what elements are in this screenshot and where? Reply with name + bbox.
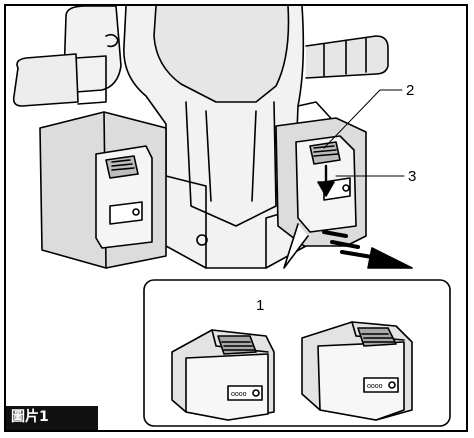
inset-pointer: [283, 223, 309, 269]
battery-large-label: oooo: [367, 383, 383, 390]
figure-frame: oooo oooo 2 3 1 圖片1: [4, 4, 468, 432]
battery-small: [171, 329, 275, 421]
figure-caption: 圖片1: [6, 406, 98, 430]
battery-large: [301, 321, 413, 421]
battery-inset: [143, 279, 451, 427]
callout-1: 1: [256, 297, 265, 314]
battery-small-label: oooo: [231, 391, 247, 398]
left-battery-housing: [39, 111, 167, 269]
push-arrow: [317, 164, 335, 197]
callout-2: 2: [406, 82, 415, 99]
tool-body: [12, 6, 389, 269]
illustration: oooo oooo: [12, 6, 451, 427]
slide-arrow: [322, 230, 413, 269]
callout-3: 3: [408, 168, 417, 185]
